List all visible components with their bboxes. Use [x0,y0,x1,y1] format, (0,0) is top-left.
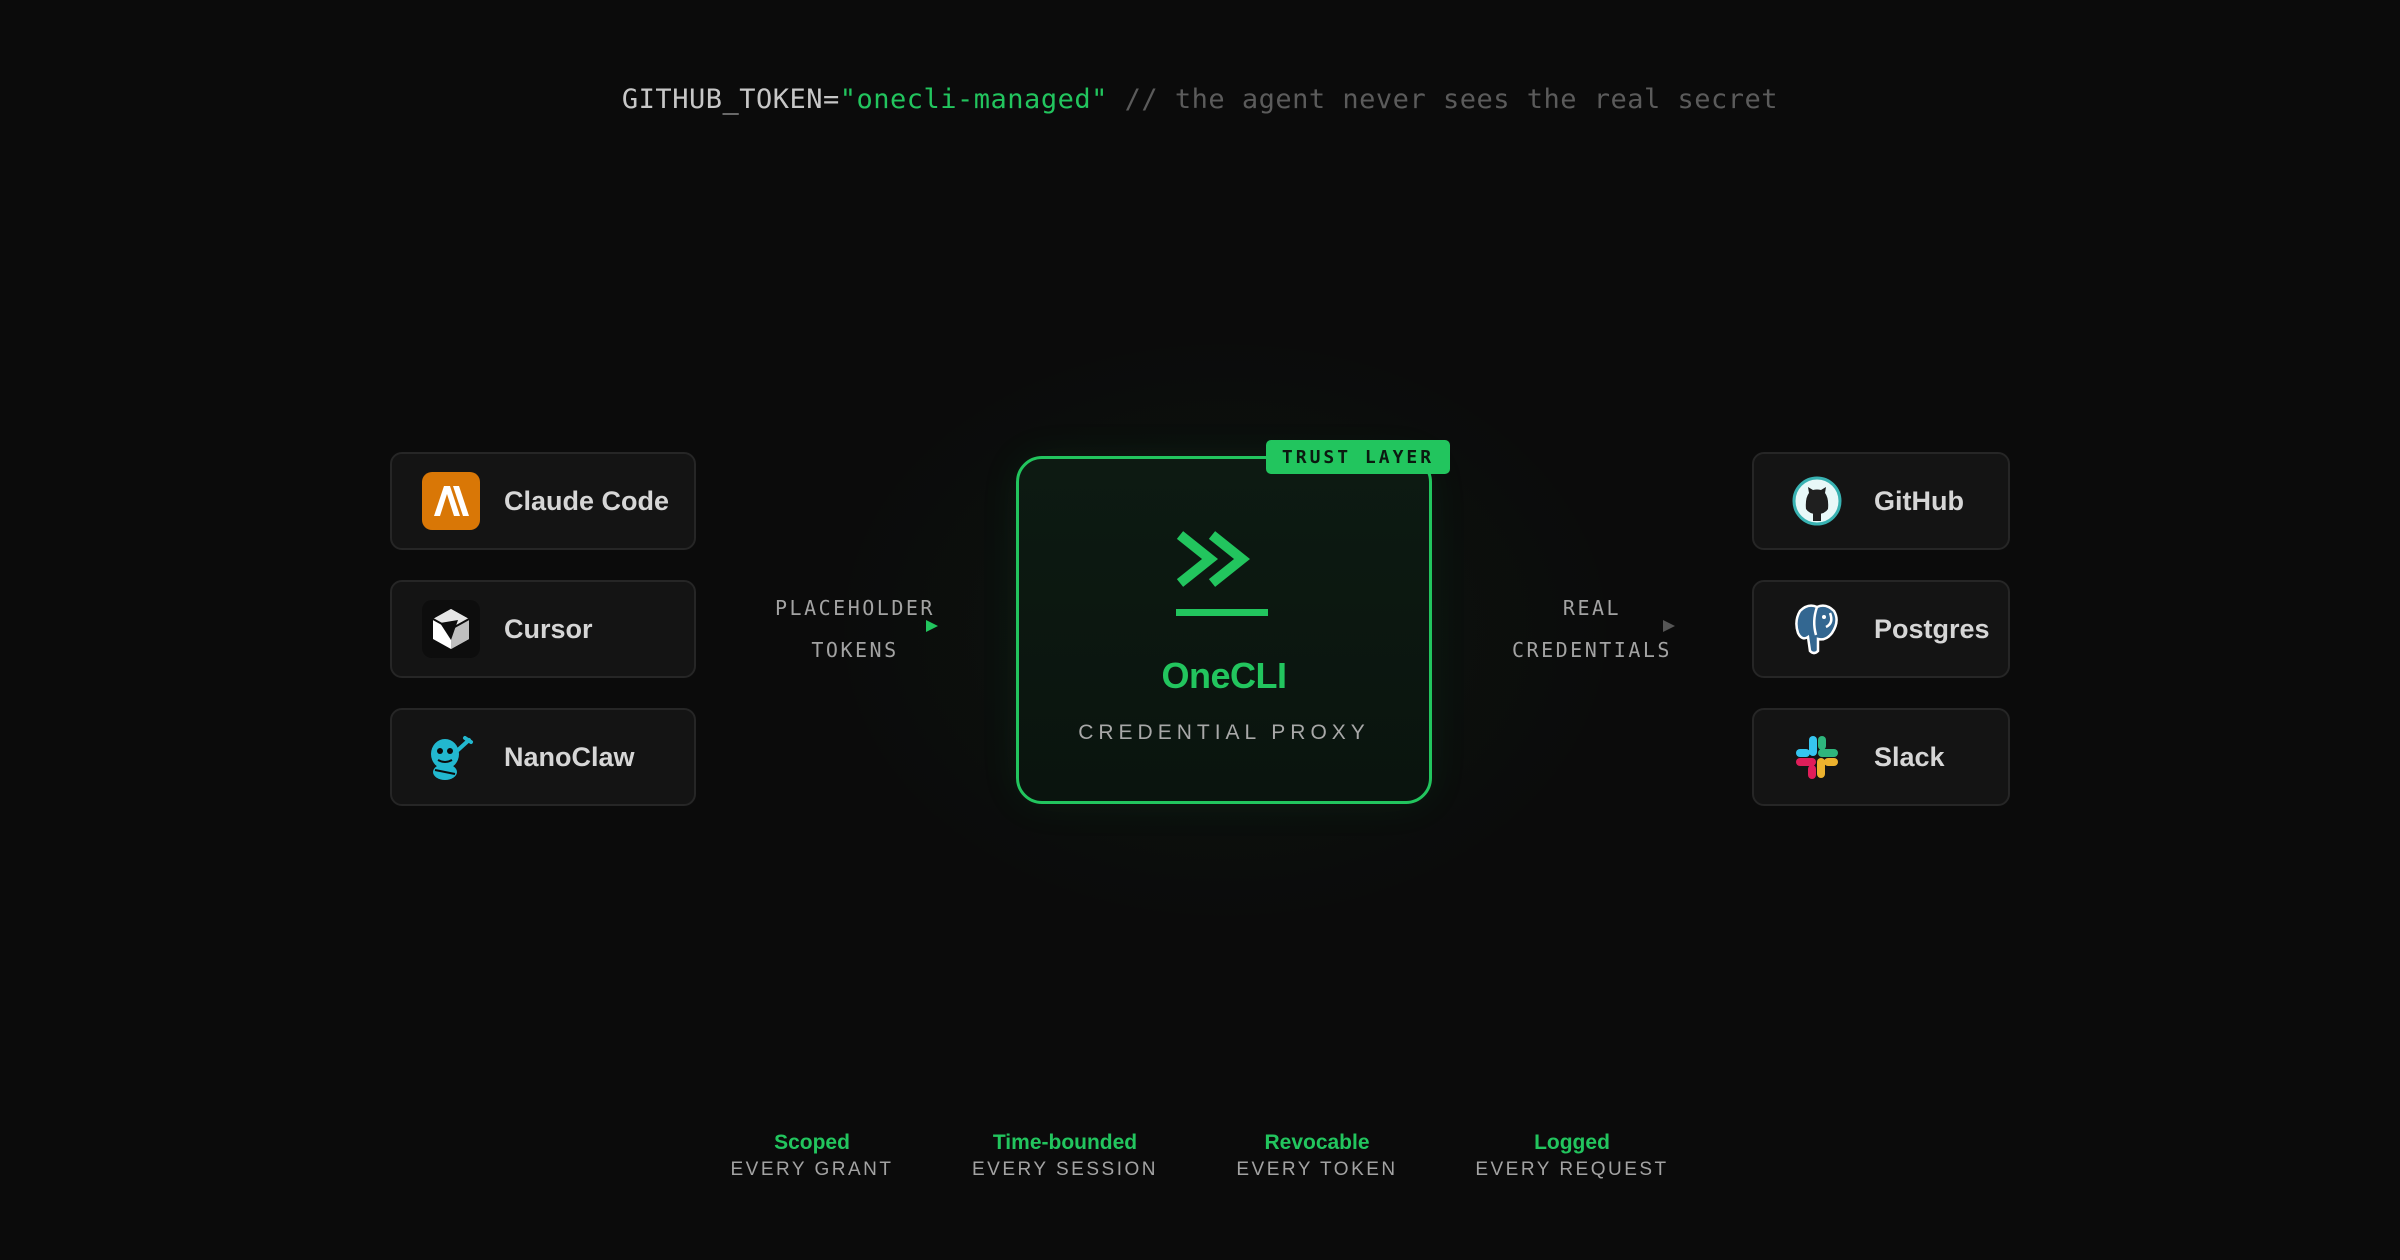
agent-label: NanoClaw [504,741,635,772]
arrow-right-icon [780,620,938,632]
flow-label-top: PLACEHOLDER [775,596,935,620]
agent-card-cursor[interactable]: Cursor [390,580,696,678]
flow-label-bottom: CREDENTIALS [1512,638,1672,662]
property-detail: EVERY GRANT [730,1159,894,1180]
flow-label-top: REAL [1562,596,1622,620]
code-comment: // the agent never sees the real secret [1107,84,1779,115]
property-title: Revocable [1264,1131,1370,1154]
flow-label-bottom: TOKENS [811,638,899,662]
property-detail: EVERY REQUEST [1475,1159,1669,1180]
property-title: Time-bounded [992,1131,1138,1154]
cursor-icon [422,600,480,658]
property-title: Logged [1534,1131,1610,1154]
property-detail: EVERY SESSION [972,1159,1158,1180]
property-detail: EVERY TOKEN [1236,1159,1398,1180]
postgres-icon [1788,600,1846,658]
slack-icon [1788,728,1846,786]
agent-label: Cursor [504,613,593,644]
proxy-name: OneCLI [1161,655,1287,696]
anthropic-icon [422,472,480,530]
service-card-github[interactable]: GitHub [1752,452,2010,550]
trust-layer-badge: TRUST LAYER [1266,440,1450,474]
service-label: Postgres [1874,613,1990,644]
code-value: "onecli-managed" [839,84,1108,115]
arrow-right-icon [1517,620,1675,632]
code-snippet: GITHUB_TOKEN="onecli-managed" // the age… [0,84,2400,115]
property-title: Scoped [774,1131,850,1154]
property-revocable: Revocable EVERY TOKEN [1187,1131,1447,1181]
service-card-slack[interactable]: Slack [1752,708,2010,806]
nanoclaw-icon [422,728,480,786]
property-logged: Logged EVERY REQUEST [1442,1131,1702,1181]
service-label: GitHub [1874,485,1964,516]
agent-card-claude-code[interactable]: Claude Code [390,452,696,550]
property-time-bounded: Time-bounded EVERY SESSION [935,1131,1195,1181]
github-icon [1788,472,1846,530]
onecli-proxy-box: OneCLI CREDENTIAL PROXY [1016,456,1432,804]
onecli-logo-icon [1176,531,1268,616]
agent-card-nanoclaw[interactable]: NanoClaw [390,708,696,806]
proxy-subtitle: CREDENTIAL PROXY [1078,721,1370,744]
service-label: Slack [1874,741,1945,772]
property-scoped: Scoped EVERY GRANT [682,1131,942,1181]
code-key: GITHUB_TOKEN= [621,84,840,115]
service-card-postgres[interactable]: Postgres [1752,580,2010,678]
agent-label: Claude Code [504,485,670,516]
